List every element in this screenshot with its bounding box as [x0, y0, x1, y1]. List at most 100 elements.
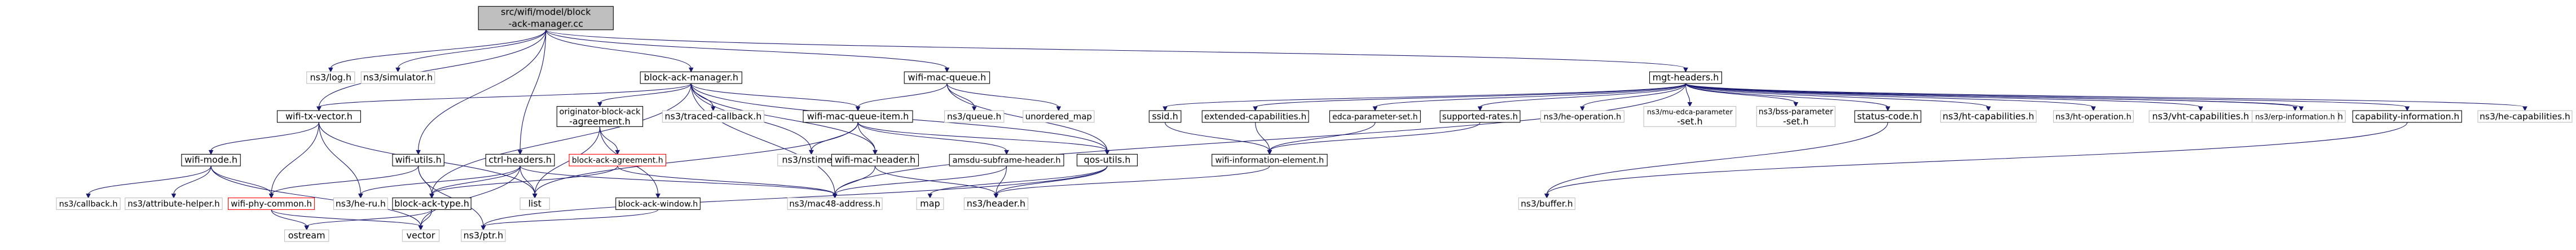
edge-wie-to-header	[996, 165, 1270, 195]
edge-mgt-to-bss	[1685, 83, 1796, 104]
arrowhead-baw-to-ptr	[481, 225, 486, 231]
edge-status-to-buffer	[1546, 122, 1888, 195]
node-wmq[interactable]: wifi-mac-queue.h	[904, 71, 990, 84]
node-batype[interactable]: block-ack-type.h	[392, 198, 472, 210]
arrowhead-mgt-to-status	[1885, 106, 1891, 112]
node-suprates[interactable]: supported-rates.h	[1439, 110, 1521, 123]
arrowhead-qos-to-map	[927, 194, 933, 199]
edge-mgt-to-muedca	[1685, 83, 1690, 103]
node-label: unordered_map	[1025, 111, 1092, 122]
arrowhead-wmqi-to-wmh	[873, 150, 878, 155]
edge-root-to-simulator	[397, 29, 547, 69]
node-baw[interactable]: block-ack-window.h	[615, 198, 701, 210]
edge-ctrl-to-heru	[360, 165, 521, 195]
node-box	[519, 198, 550, 210]
node-label: ns3/bss-parameter	[1759, 107, 1833, 116]
node-label: -set.h	[1677, 116, 1702, 126]
arrowhead-wmq-to-umap	[1056, 106, 1062, 112]
edge-wtv-to-wmode	[210, 122, 319, 151]
node-extcap[interactable]: extended-capabilities.h	[1201, 110, 1309, 123]
node-label: vector	[407, 230, 435, 241]
node-wpc[interactable]: wifi-phy-common.h	[227, 198, 315, 210]
arrowhead-batype-to-ostream	[304, 225, 309, 231]
edge-root-to-ctrl	[519, 29, 547, 151]
arrowhead-root-to-wmq	[944, 67, 950, 73]
node-umap: unordered_map	[1023, 110, 1095, 123]
node-wutils[interactable]: wifi-utils.h	[392, 153, 444, 166]
arrowhead-mgt-to-bss	[1793, 102, 1799, 107]
edge-root-to-log	[330, 29, 547, 69]
arrowhead-mgt-to-htop	[2091, 106, 2096, 112]
node-box	[2252, 110, 2339, 123]
node-box	[1329, 110, 1421, 123]
node-heru: ns3/he-ru.h	[333, 198, 388, 210]
arrowhead-mgt-to-erp	[2292, 106, 2298, 112]
arrowhead-ctrl-to-list	[532, 194, 538, 199]
edge-capinfo-to-buffer	[1546, 122, 2408, 195]
node-box	[1201, 110, 1309, 123]
node-box	[803, 110, 913, 123]
arrowhead-obaa-to-baw	[655, 194, 660, 199]
edge-mgt-to-vhtcap	[1685, 83, 2201, 108]
node-baa[interactable]: block-ack-agreement.h	[569, 153, 667, 166]
arrowhead-suprates-to-wie	[1267, 150, 1272, 155]
node-box	[360, 71, 435, 84]
edge-root-to-mgt	[545, 29, 1686, 69]
node-obaa[interactable]: originator-block-ack-agreement.h	[556, 106, 644, 127]
node-wie[interactable]: wifi-information-element.h	[1212, 153, 1328, 166]
arrowhead-ctrl-to-batype	[429, 194, 434, 199]
edge-wutils-to-batype	[418, 166, 433, 195]
node-ctrl[interactable]: ctrl-headers.h	[485, 153, 555, 166]
node-bam[interactable]: block-ack-manager.h	[640, 71, 742, 84]
node-label: ns3/attribute-helper.h	[127, 199, 219, 209]
node-status[interactable]: status-code.h	[1854, 110, 1922, 123]
node-box	[1756, 106, 1835, 127]
node-label: src/wifi/model/block	[501, 7, 591, 17]
node-box	[392, 153, 444, 166]
node-label: status-code.h	[1857, 111, 1919, 121]
edge-bam-to-wtv	[318, 83, 692, 108]
node-box	[125, 198, 223, 210]
edge-qos-to-header	[996, 165, 1108, 195]
node-box	[963, 198, 1028, 210]
node-wtv[interactable]: wifi-tx-vector.h	[276, 110, 361, 123]
node-nstime: ns3/nstime.h	[777, 153, 846, 166]
node-box	[662, 110, 764, 123]
node-box	[1643, 106, 1737, 127]
node-label: originator-block-ack	[559, 107, 641, 116]
node-wmode[interactable]: wifi-mode.h	[181, 153, 241, 166]
edge-wpc-to-ostream	[271, 209, 307, 227]
node-ssid[interactable]: ssid.h	[1148, 110, 1182, 123]
node-label: wifi-tx-vector.h	[285, 111, 353, 121]
node-edca[interactable]: edca-parameter-set.h	[1329, 110, 1421, 123]
edge-mgt-to-heop	[1582, 83, 1686, 108]
edge-ctrl-to-batype	[431, 165, 521, 195]
arrowhead-mgt-to-vhtop	[2298, 106, 2304, 112]
edge-root-to-bam	[545, 29, 692, 69]
node-box	[56, 198, 121, 210]
node-bss: ns3/bss-parameter-set.h	[1756, 106, 1835, 127]
node-label: block-ack-manager.h	[644, 72, 738, 83]
edge-wmqi-to-qos	[857, 122, 1108, 151]
arrowhead-root-to-mgt	[1683, 67, 1688, 73]
node-hecap: ns3/he-capabilities.h	[2477, 110, 2573, 123]
node-wmh[interactable]: wifi-mac-header.h	[831, 153, 919, 166]
node-label: wifi-mac-queue-item.h	[807, 111, 909, 121]
node-simulator: ns3/simulator.h	[360, 71, 435, 84]
node-mgt[interactable]: mgt-headers.h	[1649, 71, 1723, 84]
node-label: list	[528, 198, 541, 209]
arrowhead-ctrl-to-heru	[358, 194, 363, 199]
node-wmqi[interactable]: wifi-mac-queue-item.h	[803, 110, 913, 123]
node-capinfo[interactable]: capability-information.h	[2352, 110, 2462, 123]
node-qos[interactable]: qos-utils.h	[1076, 153, 1138, 166]
node-label: wifi-information-element.h	[1215, 156, 1324, 165]
node-amsdu[interactable]: amsdu-subframe-header.h	[949, 153, 1064, 166]
node-label: amsdu-subframe-header.h	[953, 156, 1061, 165]
arrowhead-batype-to-vector	[418, 225, 424, 231]
node-box	[461, 229, 506, 242]
edge-amsdu-to-header	[996, 166, 1007, 195]
arrowhead-mgt-to-hecap	[2522, 106, 2527, 112]
node-label: ns3/queue.h	[947, 111, 1001, 121]
node-box	[944, 110, 1005, 123]
node-label: mgt-headers.h	[1653, 72, 1719, 83]
